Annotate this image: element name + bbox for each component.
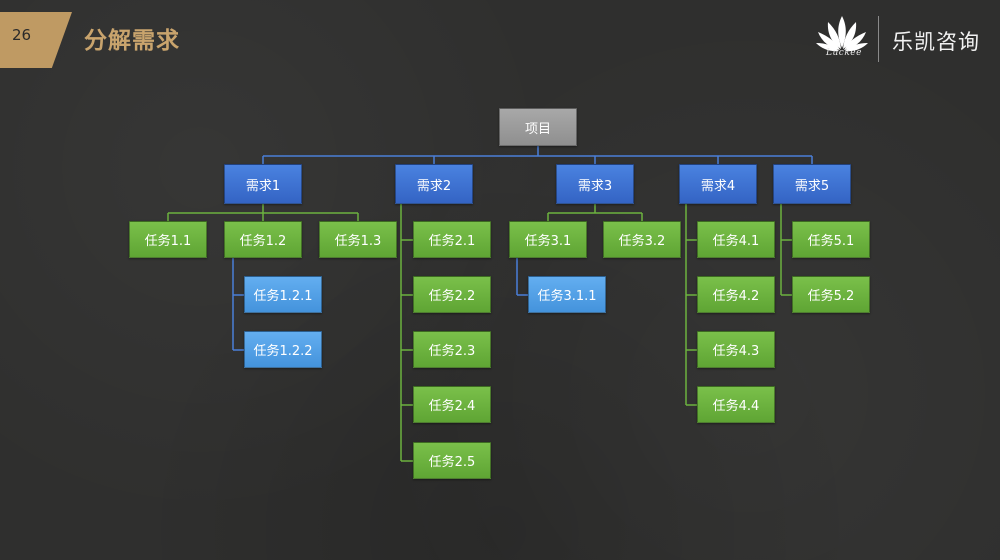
task-node[interactable]: 任务2.4 <box>413 386 491 423</box>
subtask-node[interactable]: 任务3.1.1 <box>528 276 606 313</box>
task-node[interactable]: 任务4.4 <box>697 386 775 423</box>
requirement-node[interactable]: 需求4 <box>679 164 757 204</box>
task-node[interactable]: 任务3.2 <box>603 221 681 258</box>
task-node[interactable]: 任务1.3 <box>319 221 397 258</box>
root-node[interactable]: 项目 <box>499 108 577 146</box>
logo-wordmark: Luckee <box>826 48 862 58</box>
task-node[interactable]: 任务2.2 <box>413 276 491 313</box>
task-node[interactable]: 任务4.3 <box>697 331 775 368</box>
slide-title: 分解需求 <box>84 28 180 54</box>
task-node[interactable]: 任务4.1 <box>697 221 775 258</box>
requirement-node[interactable]: 需求5 <box>773 164 851 204</box>
subtask-node[interactable]: 任务1.2.2 <box>244 331 322 368</box>
task-node[interactable]: 任务3.1 <box>509 221 587 258</box>
task-node[interactable]: 任务2.5 <box>413 442 491 479</box>
task-node[interactable]: 任务5.1 <box>792 221 870 258</box>
task-node[interactable]: 任务1.2 <box>224 221 302 258</box>
brand-name: 乐凯咨询 <box>892 30 980 54</box>
logo-divider <box>878 16 879 62</box>
requirement-node[interactable]: 需求2 <box>395 164 473 204</box>
task-node[interactable]: 任务4.2 <box>697 276 775 313</box>
task-node[interactable]: 任务5.2 <box>792 276 870 313</box>
luckee-logo-icon <box>816 16 868 52</box>
task-node[interactable]: 任务2.1 <box>413 221 491 258</box>
requirement-node[interactable]: 需求3 <box>556 164 634 204</box>
task-node[interactable]: 任务1.1 <box>129 221 207 258</box>
requirement-node[interactable]: 需求1 <box>224 164 302 204</box>
task-node[interactable]: 任务2.3 <box>413 331 491 368</box>
subtask-node[interactable]: 任务1.2.1 <box>244 276 322 313</box>
page-number: 26 <box>12 26 32 44</box>
